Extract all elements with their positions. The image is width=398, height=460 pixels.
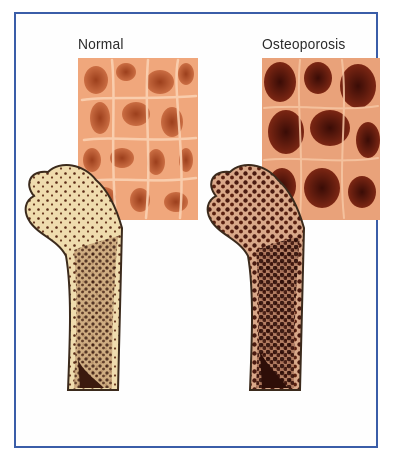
- osteoporosis-label: Osteoporosis: [262, 36, 346, 53]
- normal-femur-bone: [26, 165, 122, 390]
- osteoporosis-femur-bone: [208, 165, 304, 390]
- normal-label: Normal: [78, 36, 124, 53]
